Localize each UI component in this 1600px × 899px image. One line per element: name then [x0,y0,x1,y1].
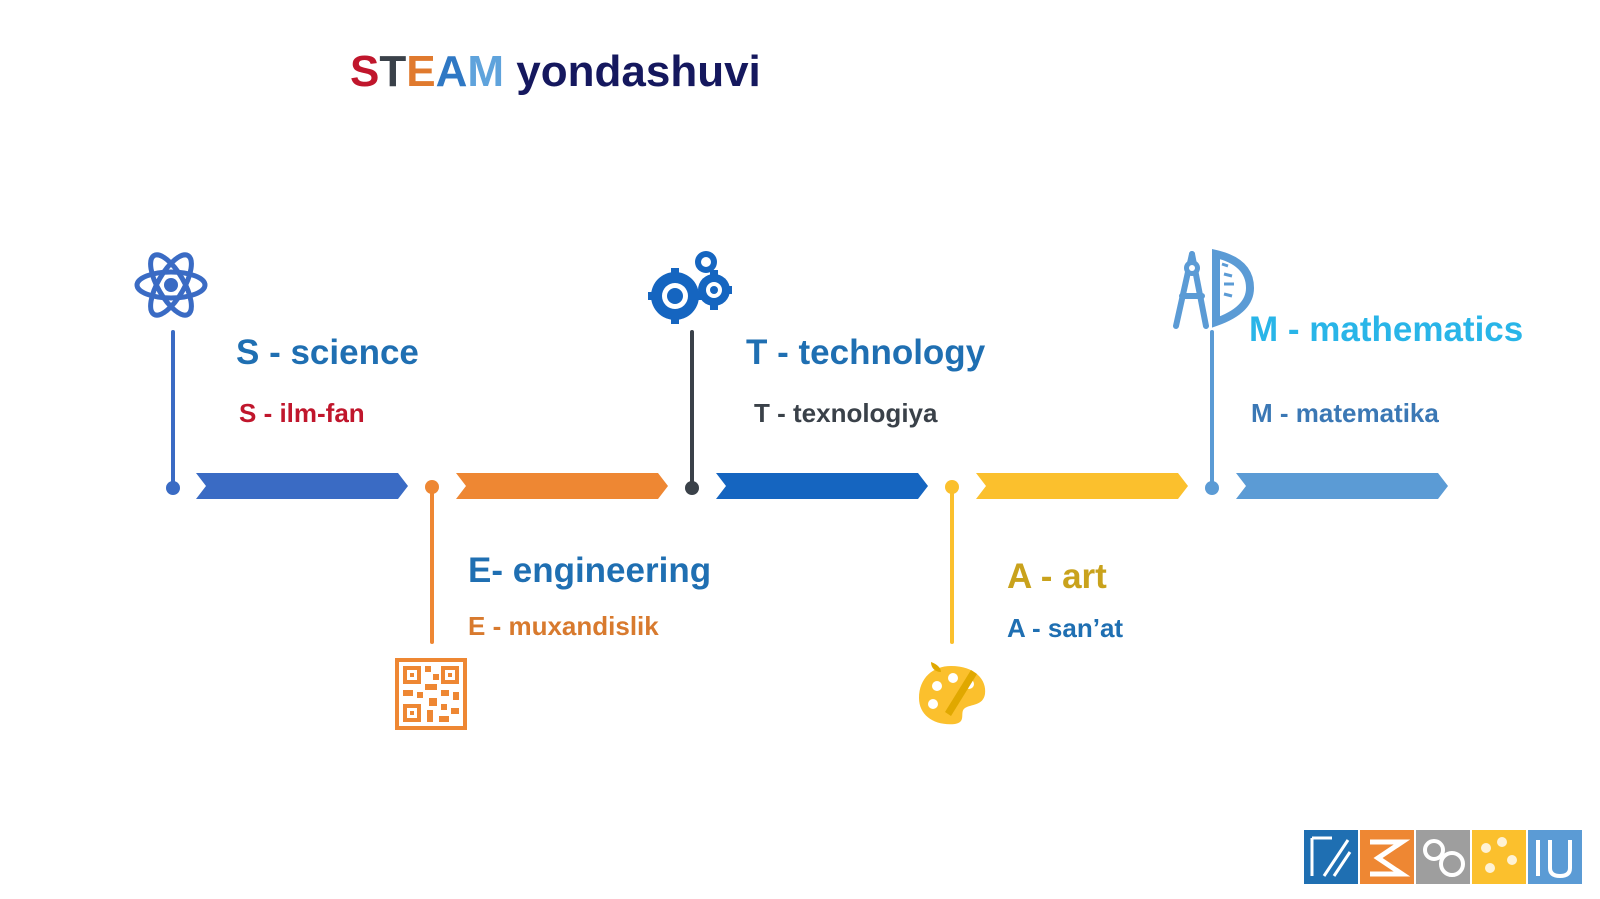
label-muxandislik: E - muxandislik [468,611,659,641]
stem-art [950,486,954,644]
steam-logo-icon [1304,830,1582,884]
dot-technology [685,481,699,495]
palette-icon [919,662,986,725]
label-texnologiya: T - texnologiya [754,398,938,428]
dot-art [945,480,959,494]
arrow-math [1236,473,1448,499]
label-science: S - science [236,333,419,372]
label-technology: T - technology [746,333,986,372]
page-title: STEAM yondashuvi [350,50,761,94]
compass-ruler-icon [1173,248,1255,329]
arrow-technology [716,473,928,499]
label-ilm-fan: S - ilm-fan [239,398,365,428]
title-rest: yondashuvi [504,47,761,96]
stem-engineering [430,486,434,644]
dot-math [1205,481,1219,495]
qr-code-icon [395,658,467,730]
title-letter-a: A [435,47,468,96]
stem-science [171,330,175,488]
title-letter-t: T [379,47,407,96]
arrow-engineering [456,473,668,499]
dot-science [166,481,180,495]
label-art: A - art [1007,557,1107,596]
arrow-art [976,473,1188,499]
stem-math [1210,330,1214,488]
gears-icon [648,251,732,324]
arrow-science [196,473,408,499]
atom-icon [134,252,208,318]
title-letter-m: M [467,47,505,96]
stem-technology [690,330,694,488]
label-mathematics: M - mathematics [1249,310,1524,349]
dot-engineering [425,480,439,494]
label-sanat: A - san’at [1007,613,1124,643]
title-letter-s: S [350,47,380,96]
label-matematika: M - matematika [1251,398,1439,428]
label-engineering: E- engineering [468,551,712,590]
title-letter-e: E [406,47,436,96]
